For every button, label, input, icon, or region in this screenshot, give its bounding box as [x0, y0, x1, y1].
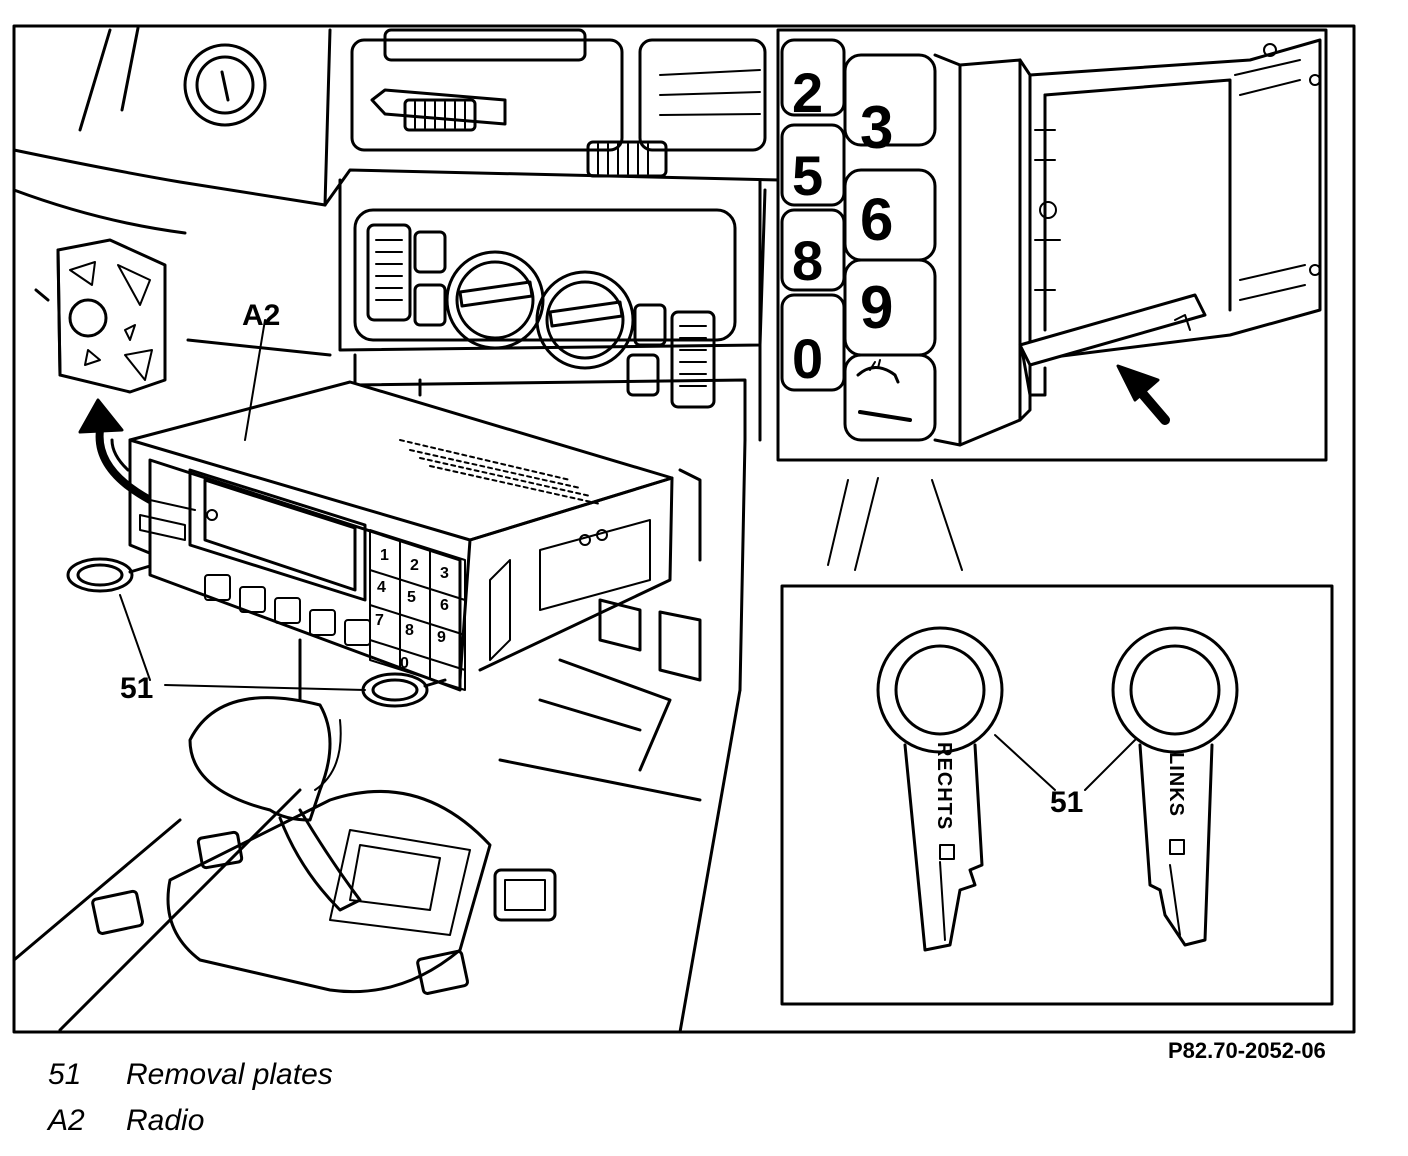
detail-keypad-panel — [776, 28, 1328, 462]
outer-frame — [12, 24, 1356, 1034]
radio-key-1: 1 — [380, 547, 389, 564]
callout-a2: A2 — [242, 299, 280, 332]
radio-key-5: 5 — [407, 589, 416, 606]
detail-keypad-labels: 2 3 5 6 8 9 0 — [792, 61, 893, 390]
detail-key-8: 8 — [792, 229, 823, 292]
radio-key-8: 8 — [405, 622, 414, 639]
leader-a2 — [244, 319, 266, 441]
detail-key-2: 2 — [792, 61, 823, 124]
removal-tool-links — [1111, 626, 1239, 947]
legend-id: A2 — [48, 1104, 85, 1137]
radio-key-4: 4 — [377, 579, 386, 596]
detail-tools-panel — [780, 584, 1334, 1006]
radio-key-9: 9 — [437, 629, 446, 646]
detail-connector — [827, 477, 963, 571]
tool-label-rechts: RECHTS — [933, 742, 955, 830]
steering-control-pod — [56, 238, 332, 394]
radio-key-6: 6 — [440, 597, 449, 614]
radio-key-2: 2 — [410, 557, 419, 574]
removal-diagram: A2 51 1 2 3 4 5 6 7 8 9 0 — [12, 24, 1356, 1034]
legend-id: 51 — [48, 1058, 82, 1091]
callout-51-main: 51 — [120, 672, 153, 705]
legend: 51 Removal plates A2 Radio — [48, 1052, 333, 1144]
legend-row-a2: A2 Radio — [48, 1098, 333, 1144]
legend-label: Removal plates — [126, 1058, 333, 1091]
tool-label-links: LINKS — [1165, 752, 1187, 817]
detail-key-6: 6 — [860, 186, 893, 253]
radio-key-3: 3 — [440, 565, 449, 582]
leader-51-left — [119, 594, 151, 681]
figure-code: P82.70-2052-06 — [1168, 1038, 1326, 1063]
radio-key-7: 7 — [375, 612, 384, 629]
removal-plate-left — [66, 557, 152, 593]
radio-keypad-labels: 1 2 3 4 5 6 7 8 9 0 — [375, 547, 449, 672]
pull-out-arrow-icon — [78, 398, 154, 504]
legend-label: Radio — [126, 1104, 205, 1137]
detail-key-3: 3 — [860, 94, 893, 161]
leader-51-tools — [994, 734, 1136, 791]
radio-key-0: 0 — [400, 655, 409, 672]
removal-tool-rechts — [876, 626, 1004, 952]
dashboard-illustration — [12, 26, 782, 1034]
leader-51-right — [164, 684, 366, 691]
detail-key-0: 0 — [792, 327, 823, 390]
legend-row-51: 51 Removal plates — [48, 1052, 333, 1098]
gear-shifter — [188, 696, 362, 912]
detail-key-5: 5 — [792, 144, 823, 207]
detail-key-9: 9 — [860, 274, 893, 341]
callout-51-tools: 51 — [1050, 786, 1083, 819]
radio-unit — [128, 380, 674, 692]
